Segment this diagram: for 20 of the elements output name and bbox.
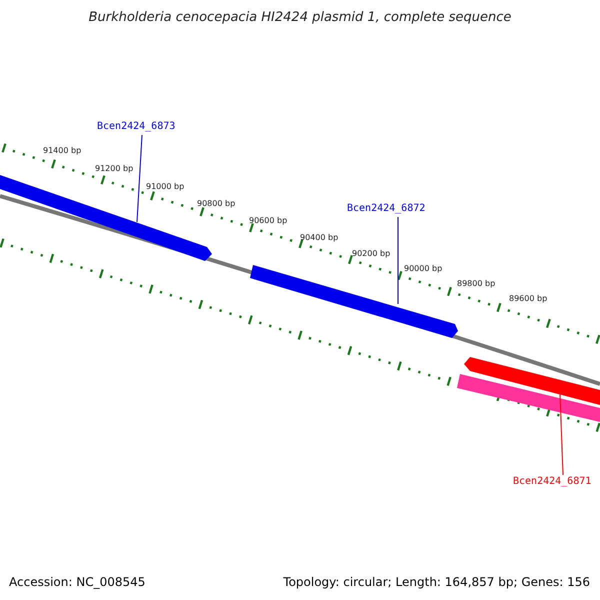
tick-label: 90600 bp bbox=[249, 216, 288, 225]
tick-label: 91400 bp bbox=[43, 146, 82, 155]
gene-label: Bcen2424_6871 bbox=[513, 476, 592, 487]
gene-feature bbox=[250, 265, 458, 338]
tick-label: 90400 bp bbox=[300, 233, 338, 242]
footer-text: Topology: circular; Length: 164,857 bp; Genes: 156 bbox=[283, 575, 590, 589]
gene-label: Bcen2424_6873 bbox=[97, 121, 176, 132]
tick-label: 90200 bp bbox=[352, 249, 390, 258]
tick-label: 91200 bp bbox=[95, 164, 134, 173]
tick-label: 89600 bp bbox=[509, 294, 548, 303]
tick-label: 90800 bp bbox=[197, 199, 236, 208]
tick-label: 89800 bp bbox=[457, 279, 496, 288]
title: Burkholderia cenocepacia HI2424 plasmid 1, complete sequence bbox=[88, 10, 512, 25]
gene-feature bbox=[464, 357, 600, 405]
leader-line bbox=[136, 134, 142, 222]
tick-label: 90000 bp bbox=[404, 264, 442, 273]
leader-line bbox=[560, 394, 564, 476]
gene-label: Bcen2424_6872 bbox=[347, 203, 426, 214]
footer-text: Accession: NC_008545 bbox=[9, 575, 146, 589]
tick-label: 91000 bp bbox=[146, 182, 184, 191]
